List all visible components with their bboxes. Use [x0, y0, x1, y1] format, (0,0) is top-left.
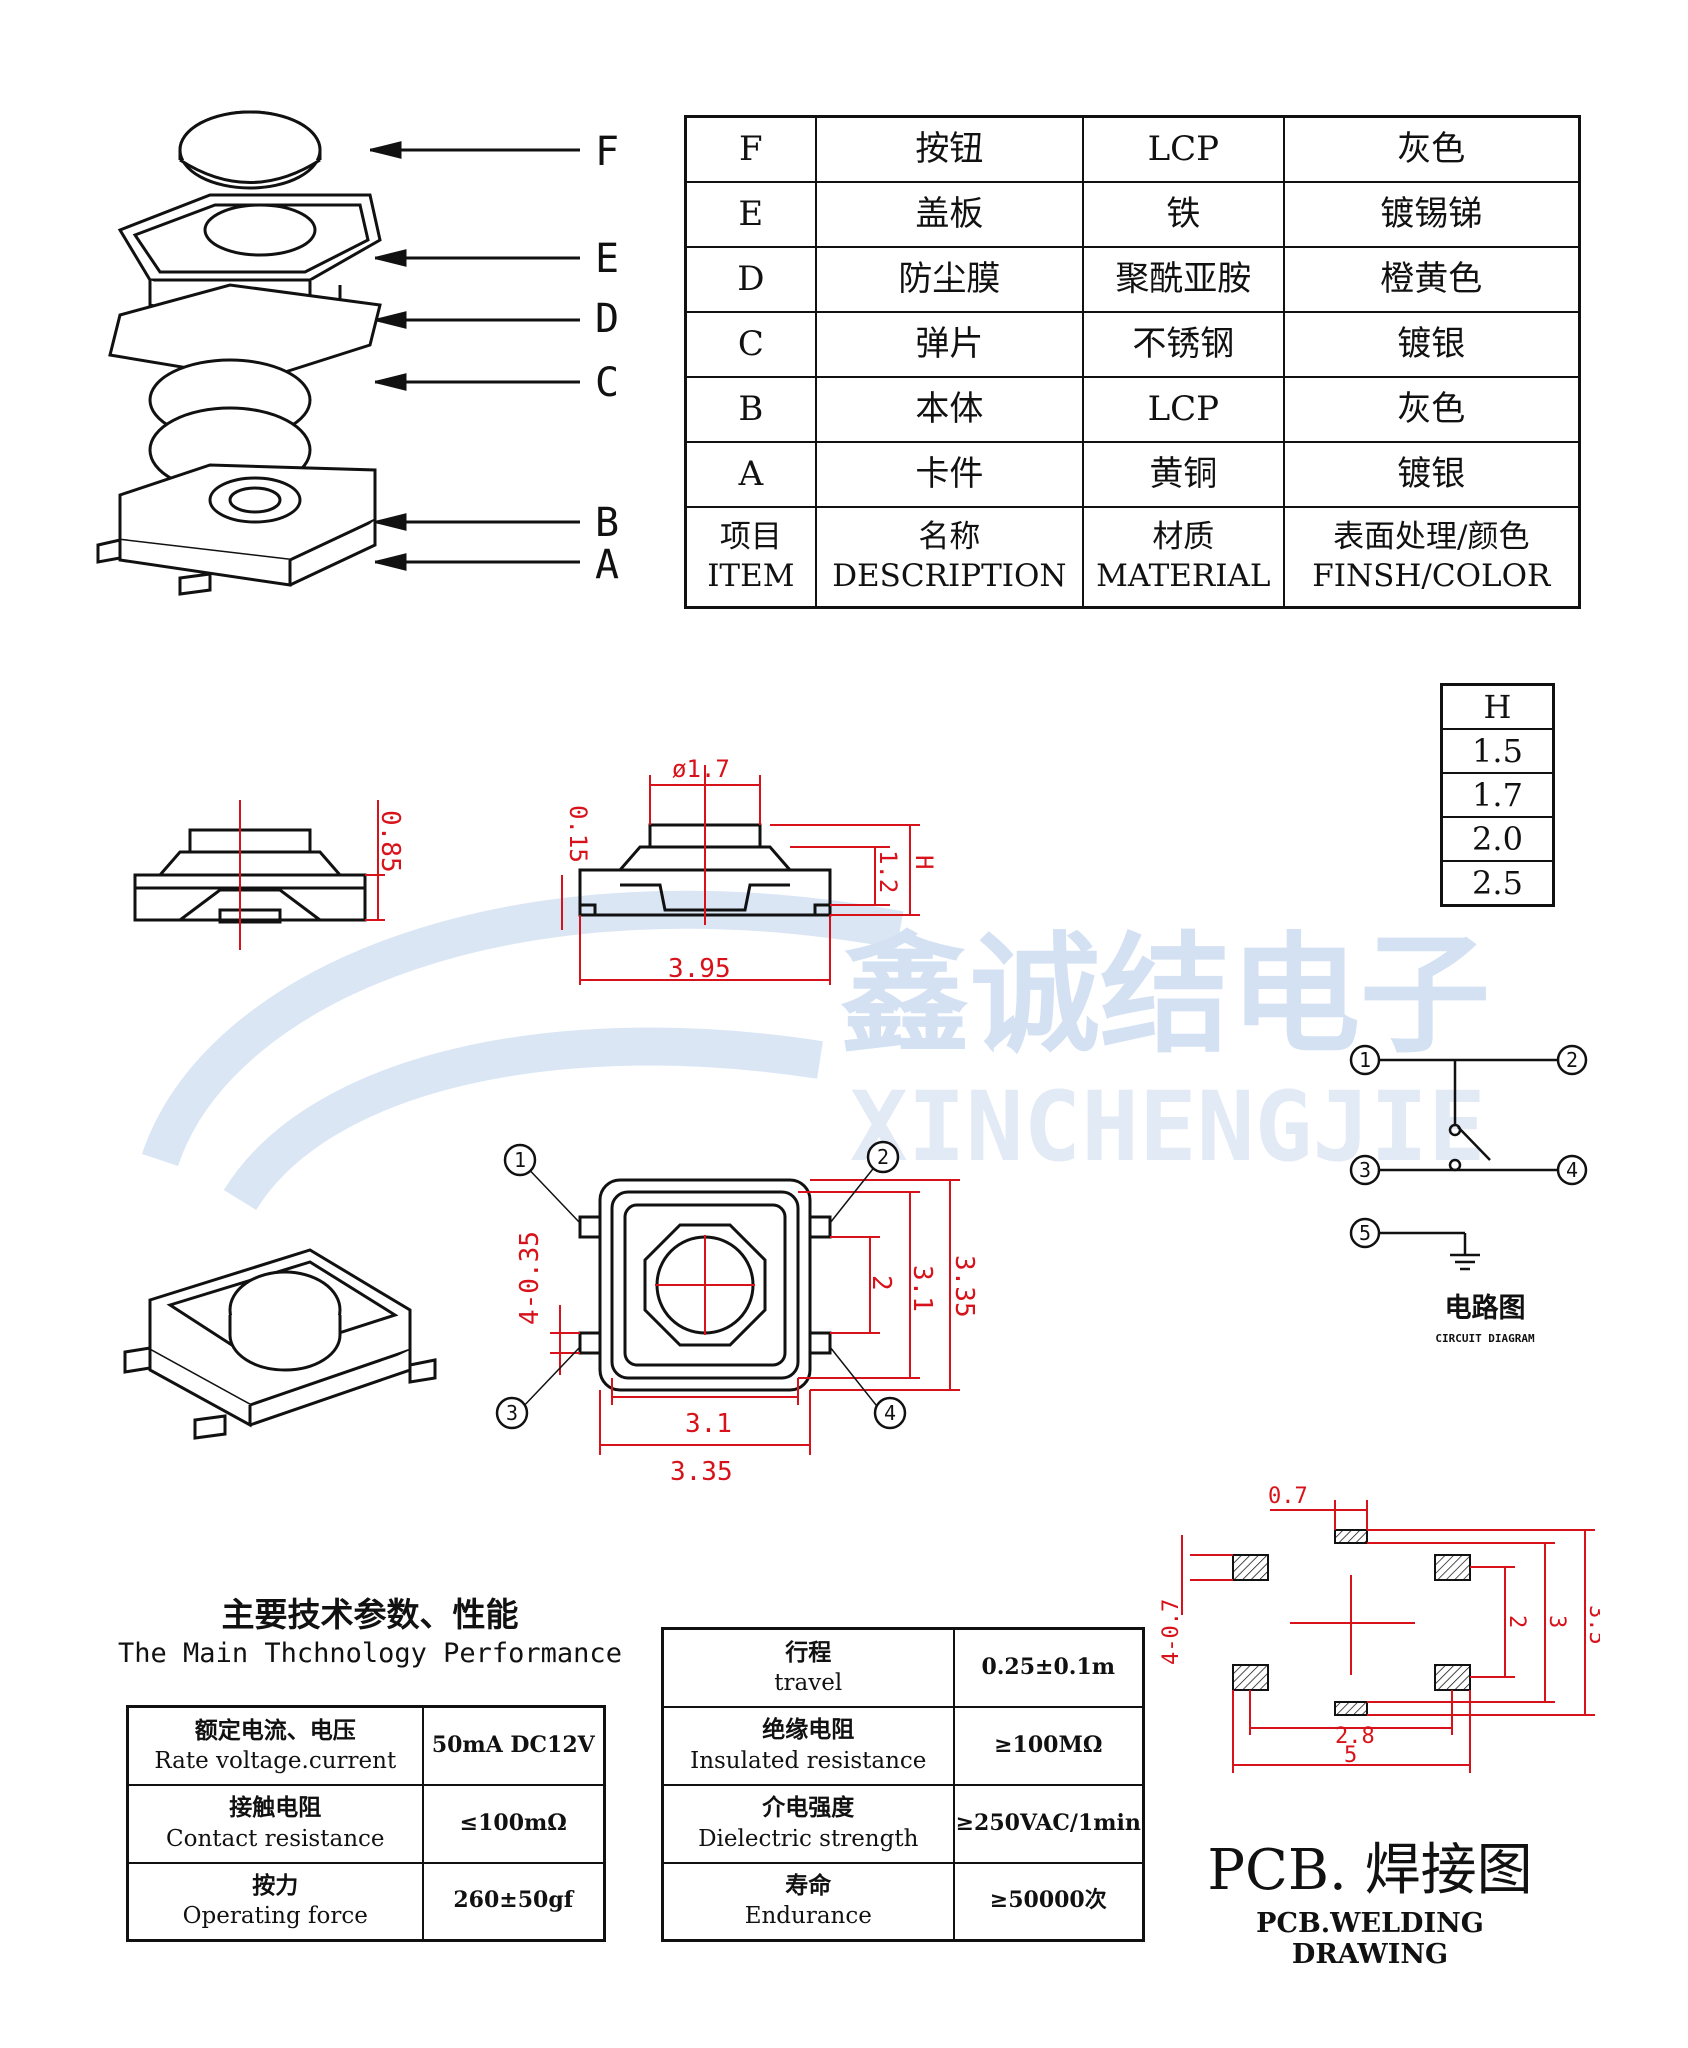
pcb-dim-mid: 3	[1544, 1615, 1569, 1628]
exploded-view: F E D C B A	[96, 110, 619, 596]
dim-plate: 0.15	[564, 805, 592, 863]
part-d-film	[108, 283, 382, 382]
pcb-title-en: PCB.WELDING DRAWING	[1256, 1908, 1484, 1970]
circuit-title-cn: 电路图	[1445, 1292, 1526, 1324]
pcb-title-cn: PCB. 焊接图	[1207, 1838, 1533, 1903]
pcb-drawing: 0.7 4-0.7 2 3 3.5 2.8 5	[1160, 1484, 1600, 1773]
height-table: H 1.5 1.7 2.0 2.5	[1440, 683, 1555, 907]
pcb-dim-pad-w: 0.7	[1268, 1484, 1308, 1509]
label-f: F	[595, 129, 619, 175]
performance-title-en: The Main Thchnology Performance	[118, 1638, 622, 1669]
dim-body-height: 1.2	[874, 850, 902, 893]
pcb-dim-outer: 3.5	[1584, 1605, 1600, 1645]
pcb-dim-inner: 2	[1504, 1615, 1529, 1628]
top-view-dimensioned: 1 2 3 4 3.1 3.35 2 3.1 3.35 4-0.35	[495, 1140, 979, 1487]
dim-outer-h: 3.35	[670, 1457, 733, 1487]
performance-title-cn: 主要技术参数、性能	[221, 1595, 519, 1634]
top-pin-1: 1	[514, 1148, 526, 1172]
isometric-view	[123, 1248, 437, 1440]
pcb-dim-pad-pitch: 4-0.7	[1160, 1599, 1184, 1665]
circuit-pin-5: 5	[1359, 1221, 1371, 1245]
circuit-title-en: CIRCUIT DIAGRAM	[1435, 1332, 1535, 1345]
label-c: C	[595, 360, 619, 406]
top-pin-4: 4	[884, 1401, 896, 1425]
top-pin-3: 3	[506, 1401, 518, 1425]
label-b: B	[595, 500, 619, 546]
pcb-dim-inner-w: 2.8	[1335, 1724, 1375, 1749]
side-view-dimensioned: ø1.7 0.15 1.2 H 3.95	[561, 755, 938, 985]
circuit-pin-3: 3	[1359, 1158, 1371, 1182]
dim-button-dia: ø1.7	[672, 755, 730, 783]
dim-body-v: 3.1	[907, 1265, 937, 1312]
circuit-pin-4: 4	[1566, 1158, 1578, 1182]
watermark-cn: 鑫诚结电子	[840, 919, 1490, 1071]
exploded-arrows	[370, 141, 580, 571]
watermark-en: XINCHENGJIE	[850, 1071, 1486, 1183]
circuit-diagram: 1 2 3 4 5 电路图 CIRCUIT DIAGRAM	[1349, 1044, 1588, 1345]
label-d: D	[595, 296, 619, 342]
circuit-pin-1: 1	[1359, 1048, 1371, 1072]
dim-total-height: H	[910, 855, 938, 869]
pcb-dim-outer-w: 5	[1344, 1743, 1357, 1768]
part-b-body	[96, 463, 377, 596]
dim-inner-v: 2	[866, 1275, 896, 1291]
label-e: E	[595, 236, 619, 282]
part-e-cover	[117, 193, 382, 322]
part-f-button	[178, 110, 322, 190]
side-view-left: 0.85	[133, 800, 405, 950]
circuit-pin-2: 2	[1566, 1048, 1578, 1072]
label-a: A	[595, 542, 619, 588]
dim-pin-pitch: 4-0.35	[515, 1231, 545, 1325]
dim-outer-v: 3.35	[949, 1255, 979, 1318]
dim-width: 3.95	[668, 954, 731, 984]
top-pin-2: 2	[877, 1145, 889, 1169]
dim-body-h: 3.1	[685, 1409, 732, 1439]
dim-side-height: 0.85	[375, 810, 405, 873]
